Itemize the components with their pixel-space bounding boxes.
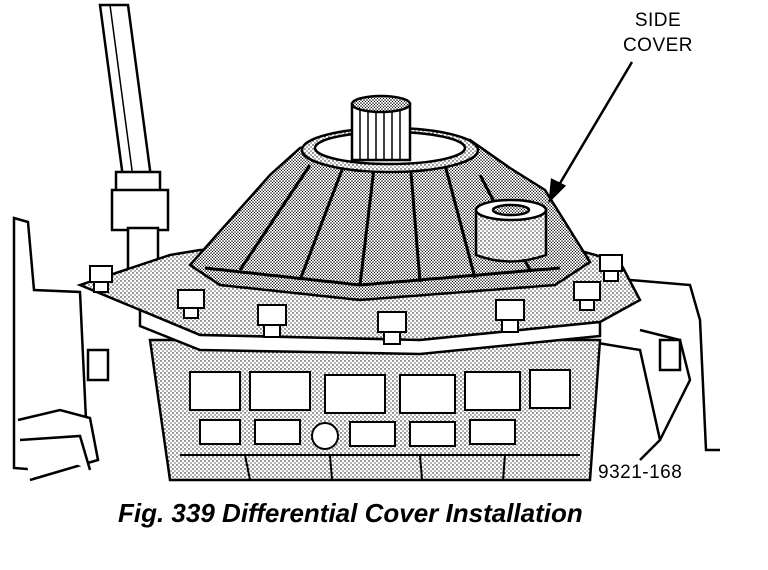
figure-id: 9321-168 xyxy=(598,462,683,483)
bolt xyxy=(599,254,623,282)
transmission-case-left xyxy=(12,216,110,482)
cover-bolts xyxy=(89,254,623,345)
main-case-body xyxy=(148,338,602,482)
bolt xyxy=(257,304,287,338)
side-cover-callout-line1: SIDE xyxy=(634,10,682,31)
extension-rod xyxy=(98,3,170,302)
bolt xyxy=(377,311,407,345)
bolt xyxy=(495,299,525,333)
bolt xyxy=(177,289,205,319)
figure-caption: Fig. 339 Differential Cover Installation xyxy=(118,498,583,528)
callout-leader xyxy=(548,61,634,204)
cover-boss xyxy=(474,198,548,263)
side-cover-callout-line2: COVER xyxy=(622,35,694,56)
transmission-case-right xyxy=(579,278,720,461)
output-shaft xyxy=(350,94,412,162)
bolt xyxy=(89,265,113,293)
bolt xyxy=(573,281,601,311)
